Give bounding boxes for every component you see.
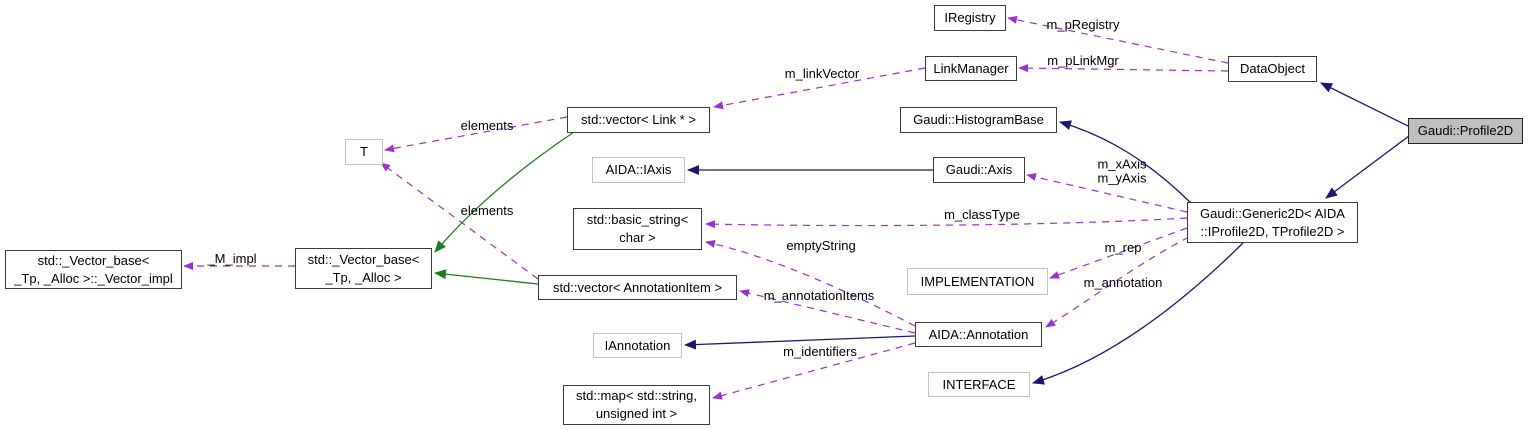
node-profile2d: Gaudi::Profile2D	[1408, 118, 1523, 144]
edge-m-axes	[1026, 173, 1188, 213]
edge-vectorannotation-vectorbase	[434, 269, 539, 285]
node-histogrambase[interactable]: Gaudi::HistogramBase	[900, 107, 1057, 133]
edge-label-m-identifiers: m_identifiers	[783, 343, 857, 359]
edge-label-m-pregistry: m_pRegistry	[1046, 16, 1120, 32]
node-annotation[interactable]: AIDA::Annotation	[915, 322, 1042, 347]
edge-label-elements-2: elements	[460, 202, 514, 218]
edge-label-m-impl: _M_impl	[207, 250, 257, 266]
edge-m-annotationitems	[739, 289, 916, 334]
node-iregistry[interactable]: IRegistry	[934, 5, 1006, 31]
node-implementation: IMPLEMENTATION	[907, 268, 1048, 295]
edge-label-m-annotationitems: m_annotationItems	[763, 287, 875, 303]
edge-label-m-classtype: m_classType	[944, 206, 1020, 222]
node-t: T	[345, 139, 383, 165]
node-aida-iaxis: AIDA::IAxis	[592, 157, 685, 183]
node-vector-annotationitem[interactable]: std::vector< AnnotationItem >	[538, 275, 737, 300]
node-basic-string[interactable]: std::basic_string< char >	[573, 208, 702, 250]
edge-vectorlink-vectorbase	[434, 131, 575, 253]
edge-elements-vector-annotation	[380, 162, 539, 280]
node-linkmanager[interactable]: LinkManager	[925, 56, 1017, 81]
edge-label-elements-1: elements	[460, 117, 514, 133]
node-std-map[interactable]: std::map< std::string, unsigned int >	[563, 385, 710, 425]
edge-m-plinkmgr	[1018, 64, 1229, 73]
edge-m-linkvector	[713, 67, 926, 110]
edge-m-pregistry	[1007, 15, 1229, 64]
edge-m-identifiers	[712, 342, 916, 400]
edge-elements-vector-link	[384, 116, 568, 153]
edge-label-m-rep: m_rep	[1104, 239, 1142, 255]
node-iannotation: IAnnotation	[593, 333, 682, 358]
edge-label-m-linkvector: m_linkVector	[784, 65, 860, 81]
edge-label-emptystring: emptyString	[786, 237, 856, 253]
edge-profile2d-generic2d	[1325, 135, 1410, 199]
edge-generic2d-interface	[1032, 242, 1244, 385]
edge-annotation-iannotation	[684, 335, 916, 350]
node-gaudi-axis[interactable]: Gaudi::Axis	[933, 157, 1025, 183]
edge-label-m-plinkmgr: m_pLinkMgr	[1047, 52, 1119, 68]
node-interface: INTERFACE	[928, 372, 1030, 397]
edge-emptystring	[705, 240, 916, 327]
node-generic2d[interactable]: Gaudi::Generic2D< AIDA ::IProfile2D, TPr…	[1187, 202, 1358, 243]
node-dataobject[interactable]: DataObject	[1228, 56, 1317, 82]
edge-profile2d-dataobject	[1320, 82, 1409, 127]
edge-m-rep	[1049, 227, 1188, 279]
node-vector-base[interactable]: std::_Vector_base< _Tp, _Alloc >	[295, 248, 432, 289]
edge-m-classtype	[705, 217, 1188, 229]
edge-label-m-annotation: m_annotation	[1083, 274, 1163, 290]
edge-label-m-axes: m_xAxis m_yAxis	[1097, 156, 1147, 186]
node-vector-link[interactable]: std::vector< Link * >	[567, 107, 710, 133]
node-vector-impl[interactable]: std::_Vector_base< _Tp, _Alloc >::_Vecto…	[5, 250, 182, 289]
edge-generic2d-histogrambase	[1059, 120, 1192, 204]
edge-m-annotation	[1045, 236, 1190, 328]
